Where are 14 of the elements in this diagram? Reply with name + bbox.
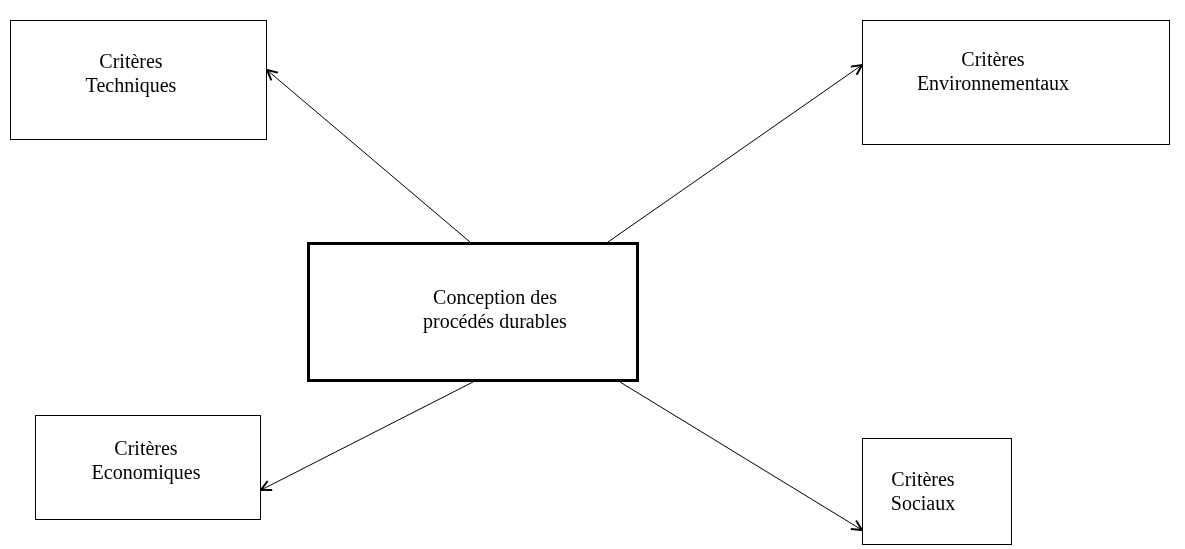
- criteria-box: [862, 20, 1170, 145]
- criteria-box: [862, 438, 1012, 545]
- arrow: [266, 69, 471, 243]
- criteria-box: [35, 415, 261, 520]
- arrow: [260, 381, 474, 491]
- box-label: Conception des procédés durables: [422, 285, 568, 333]
- box-label: Critères Techniques: [84, 49, 178, 97]
- box-label: Critères Environnementaux: [915, 47, 1071, 95]
- box-label: Critères Economiques: [90, 436, 202, 484]
- central-box: [307, 242, 639, 382]
- arrow: [607, 64, 863, 243]
- box-label: Critères Sociaux: [889, 467, 957, 515]
- criteria-box: [10, 20, 267, 140]
- arrow: [619, 381, 863, 531]
